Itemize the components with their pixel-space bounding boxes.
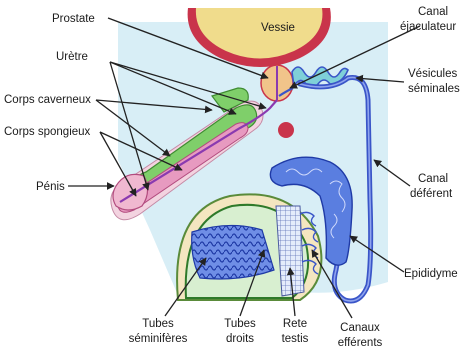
bladder-label: Vessie <box>261 22 295 34</box>
seminiferous-tubules <box>192 225 274 279</box>
glans <box>113 174 148 210</box>
label-canal-ejaculateur-1: Canal <box>418 6 448 18</box>
bulbourethral-gland <box>278 122 294 138</box>
label-penis: Pénis <box>36 181 65 193</box>
label-corps-spongieux: Corps spongieux <box>4 126 91 138</box>
label-rete-2: testis <box>282 333 309 345</box>
label-canaux-1: Canaux <box>340 322 380 334</box>
label-prostate: Prostate <box>52 13 95 25</box>
label-vesicules-1: Vésicules <box>408 68 457 80</box>
label-tubes-seminiferes-1: Tubes <box>142 318 174 330</box>
label-canal-deferent-1: Canal <box>418 173 448 185</box>
label-canal-deferent-2: déférent <box>410 188 453 200</box>
label-tubes-seminiferes-2: séminifères <box>129 333 188 345</box>
label-corps-caverneux: Corps caverneux <box>4 94 91 106</box>
label-tubes-droits-1: Tubes <box>224 318 256 330</box>
label-uretre: Urètre <box>56 51 88 63</box>
label-canaux-2: efférents <box>338 337 383 349</box>
label-rete-1: Rete <box>283 318 307 330</box>
label-vesicules-2: séminales <box>408 83 460 95</box>
label-epididyme: Epididyme <box>404 268 458 280</box>
label-tubes-droits-2: droits <box>226 333 254 345</box>
